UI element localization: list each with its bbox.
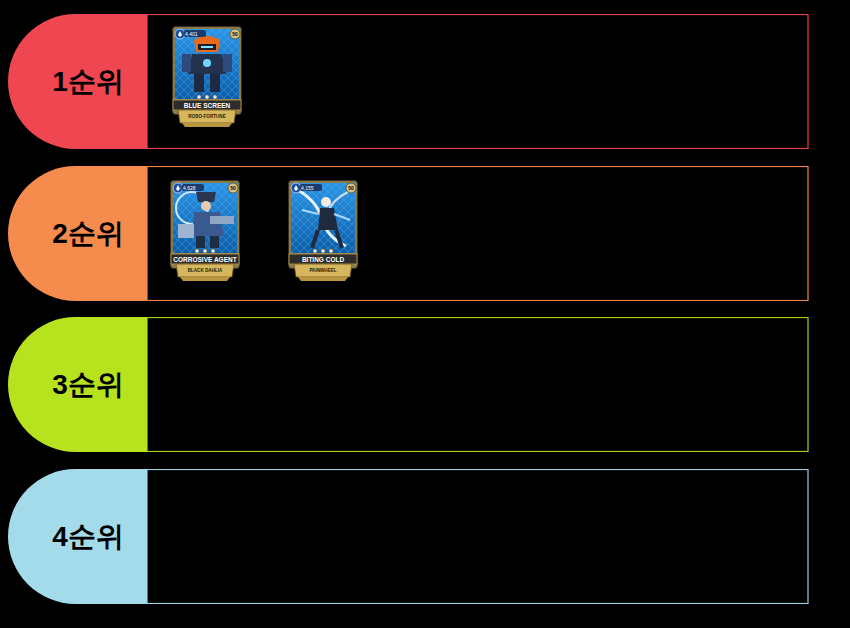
card-art <box>288 180 358 282</box>
power-number: 4,401 <box>185 31 198 37</box>
tier-row-shape <box>8 469 809 604</box>
level-number: 50 <box>232 31 238 37</box>
tier-row-shape <box>8 14 809 149</box>
unit-card: 4,401 50BLUE SCREEN ROBO-FORTUNE <box>172 26 242 128</box>
tier-row: 3순위 <box>8 317 809 452</box>
character-figure <box>182 36 232 92</box>
character-figure <box>298 190 350 248</box>
card-name: BLUE SCREEN <box>184 102 231 109</box>
tier-row: 4순위 <box>8 469 809 604</box>
tier-row: 1순위 4,401 50BLUE SCREEN ROBO-FORTUNE <box>8 14 809 149</box>
tier-row-shape <box>8 166 809 301</box>
level-number: 50 <box>348 185 354 191</box>
tier-label: 4순위 <box>52 518 124 556</box>
tier-label: 3순위 <box>52 366 124 404</box>
unit-card: 4,628 50CORROSIVE AGENT BLACK DAHLIA <box>170 180 240 282</box>
level-number: 50 <box>230 185 236 191</box>
card-name: CORROSIVE AGENT <box>173 256 236 263</box>
tier-row: 2순위 4,628 50CORROSIVE AGENT BLACK DAHLIA 4,1… <box>8 166 809 301</box>
character-figure <box>176 192 234 248</box>
card-art <box>172 26 242 128</box>
card-name: BITING COLD <box>302 256 344 263</box>
unit-card: 4,155 50BITING COLD PAINWHEEL <box>288 180 358 282</box>
power-number: 4,628 <box>183 185 196 191</box>
tier-label: 2순위 <box>52 215 124 253</box>
card-subtitle: ROBO-FORTUNE <box>188 114 226 119</box>
power-number: 4,155 <box>301 185 314 191</box>
tier-row-shape <box>8 317 809 452</box>
card-subtitle: PAINWHEEL <box>309 268 336 273</box>
card-art <box>170 180 240 282</box>
tier-label: 1순위 <box>52 63 124 101</box>
card-subtitle: BLACK DAHLIA <box>188 268 223 273</box>
